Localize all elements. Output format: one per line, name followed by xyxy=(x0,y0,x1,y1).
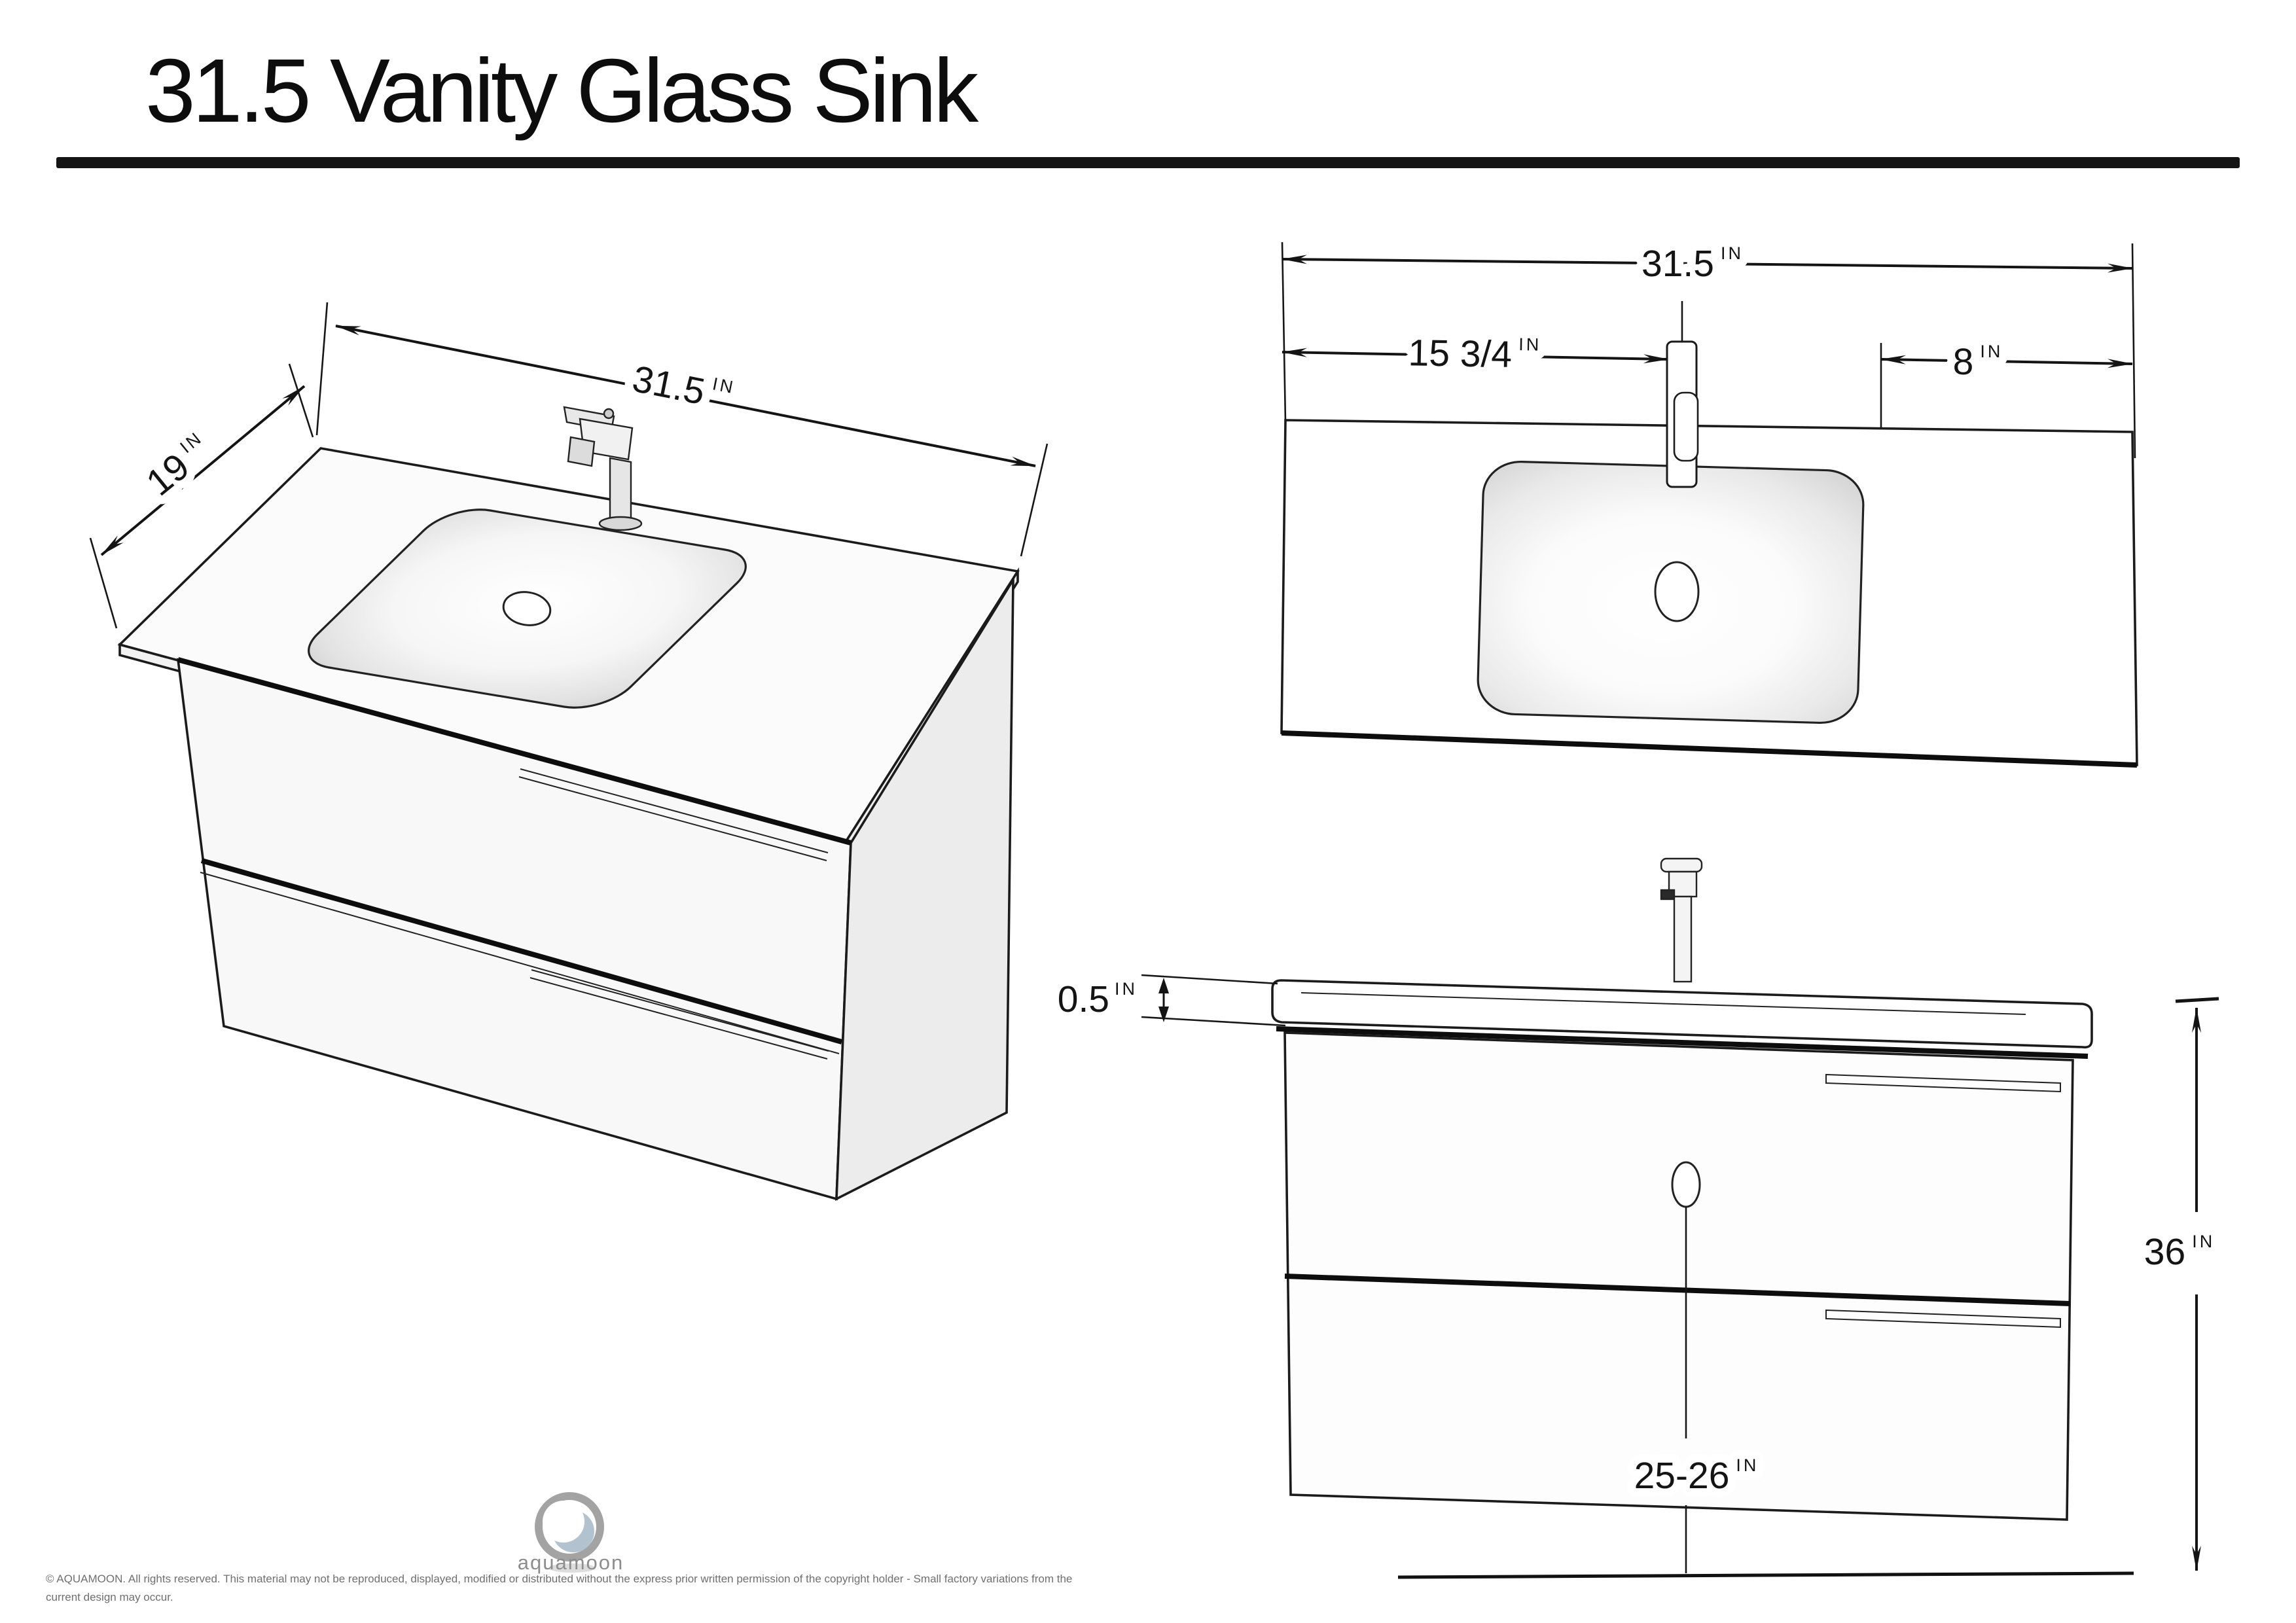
drawer-handle-groove xyxy=(1825,1073,2061,1093)
drawer-divider xyxy=(200,858,843,1044)
copyright-line-2: current design may occur. xyxy=(46,1591,173,1603)
under-counter-shadow xyxy=(177,657,852,846)
cabinet-side xyxy=(835,575,1014,1201)
drain-hole xyxy=(502,591,552,626)
ext-line xyxy=(2131,243,2136,459)
page-title: 31.5 Vanity Glass Sink xyxy=(145,41,979,141)
dim-line-depth xyxy=(100,385,306,556)
drain-hole xyxy=(1654,561,1700,622)
ext-line xyxy=(1020,443,1049,557)
ext-line xyxy=(315,302,329,436)
drawer-handle-groove xyxy=(518,768,829,861)
brand-wordmark: aquamoon xyxy=(518,1551,624,1574)
copyright-line-1: © AQUAMOON. All rights reserved. This ma… xyxy=(46,1573,1072,1585)
dim-line-width xyxy=(1282,255,2133,273)
ext-line xyxy=(288,363,314,438)
countertop-front-edge xyxy=(1281,730,2138,768)
dim-line-right-offset xyxy=(1880,355,2133,368)
drawer-divider-gap xyxy=(200,872,840,1054)
basin-front-rim xyxy=(1300,992,2026,1015)
floor-line xyxy=(1397,1571,2134,1579)
cabinet-front xyxy=(1283,1031,2074,1521)
countertop-slab xyxy=(1271,979,2093,1049)
drawer-handle-groove xyxy=(1825,1309,2061,1329)
faucet xyxy=(1660,857,1703,983)
drawer-handle-groove xyxy=(529,969,829,1060)
ext-line xyxy=(1281,241,1287,423)
brand-logo: aquamoon xyxy=(518,1492,624,1574)
title-divider xyxy=(56,157,2240,168)
dim-line-width xyxy=(335,325,1036,467)
ext-line xyxy=(89,537,118,629)
faucet xyxy=(1666,340,1699,488)
logo-shadow xyxy=(548,1563,596,1573)
drawer-divider xyxy=(1284,1274,2071,1306)
under-counter-shadow xyxy=(1276,1026,2089,1059)
drain-hole xyxy=(1671,1161,1701,1208)
logo-moon-mask xyxy=(543,1501,584,1543)
faucet xyxy=(563,406,643,531)
dim-line-faucet-offset xyxy=(1282,348,1669,364)
